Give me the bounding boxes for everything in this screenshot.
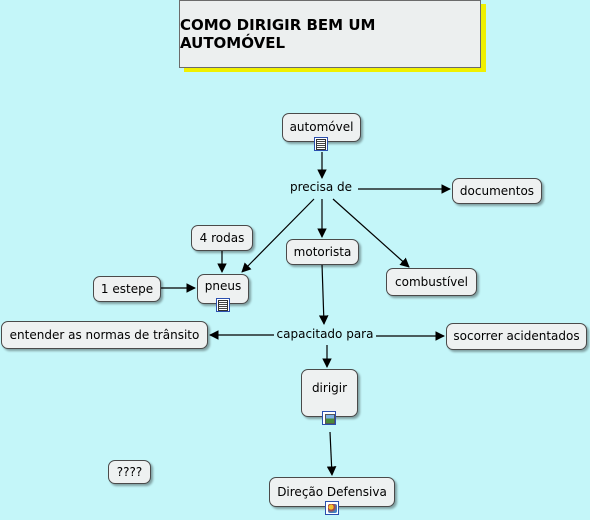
node-socorrer-acidentados-label: socorrer acidentados <box>453 329 580 343</box>
phrase-precisa-de: precisa de <box>283 180 359 194</box>
node-dirigir-label: dirigir <box>311 381 348 395</box>
node-automovel-label: automóvel <box>289 120 354 134</box>
node-socorrer-acidentados[interactable]: socorrer acidentados <box>446 323 587 350</box>
node-motorista-label: motorista <box>293 245 352 259</box>
node-dirigir[interactable]: dirigir <box>301 369 358 417</box>
node-documentos[interactable]: documentos <box>452 178 542 204</box>
node-normas-transito-label: entender as normas de trânsito <box>9 328 200 342</box>
node-motorista[interactable]: motorista <box>286 239 359 265</box>
document-icon[interactable] <box>314 137 328 151</box>
node-4-rodas-label: 4 rodas <box>199 231 245 245</box>
document-icon[interactable] <box>216 298 230 312</box>
phrase-capacitado-para: capacitado para <box>270 327 380 341</box>
node-combustivel-label: combustível <box>395 275 468 289</box>
node-direcao-defensiva[interactable]: Direção Defensiva <box>269 477 395 507</box>
node-interrogacao[interactable]: ???? <box>108 460 151 484</box>
node-documentos-label: documentos <box>459 184 535 198</box>
link-precisa-combustivel <box>332 198 410 268</box>
node-direcao-defensiva-label: Direção Defensiva <box>277 485 387 499</box>
link-precisa-pneus <box>241 198 315 273</box>
node-normas-transito[interactable]: entender as normas de trânsito <box>1 321 208 349</box>
link-motorista-capacitado <box>318 263 329 325</box>
multimedia-icon[interactable] <box>325 501 339 515</box>
link-dirigir-direcao <box>326 431 337 476</box>
map-title: COMO DIRIGIR BEM UM AUTOMÓVEL <box>180 16 376 52</box>
node-interrogacao-label: ???? <box>116 465 143 479</box>
image-icon[interactable] <box>322 411 336 425</box>
map-title-box: COMO DIRIGIR BEM UM AUTOMÓVEL <box>179 0 481 68</box>
node-1-estepe[interactable]: 1 estepe <box>93 276 161 302</box>
node-4-rodas[interactable]: 4 rodas <box>191 225 253 251</box>
node-combustivel[interactable]: combustível <box>386 268 477 296</box>
node-pneus-label: pneus <box>204 279 242 293</box>
node-1-estepe-label: 1 estepe <box>100 282 154 296</box>
